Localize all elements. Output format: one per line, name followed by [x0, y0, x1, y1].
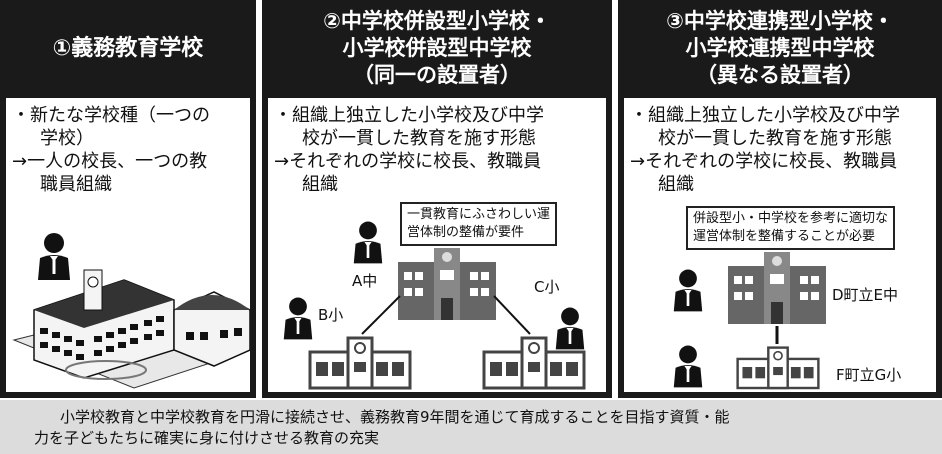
summary-line: 小学校教育と中学校教育を円滑に接続させ、義務教育9年間を通じて育成することを目指…: [60, 408, 730, 426]
panel-title: ②中学校併設型小学校・ 小学校併設型中学校 （同一の設置者）: [262, 0, 612, 96]
person-icon: [353, 221, 383, 264]
person-icon: [283, 297, 313, 340]
panel-description: ・新たな学校種（一つの 学校） →一人の校長、一つの教 職員組織: [12, 104, 246, 196]
desc-line: 組織: [302, 174, 338, 195]
requirement-note: 一貫教育にふさわしい運 営体制の整備が要件: [400, 202, 558, 246]
elementary-school-building-icon: [308, 336, 412, 390]
desc-line: →それぞれの学校に校長、教職員: [630, 151, 898, 172]
summary-line: 力を子どもたちに確実に身に付けさせる教育の充実: [34, 429, 380, 447]
middle-school-building-icon: [398, 248, 496, 320]
note-line: 運営体制を整備することが必要: [693, 229, 876, 244]
connector-line: [775, 326, 779, 344]
elementary-school-building-icon: [482, 336, 586, 390]
desc-line: 校が一貫した教育を施す形態: [302, 128, 536, 149]
note-line: 一貫教育にふさわしい運: [407, 207, 551, 222]
panel-description: ・組織上独立した小学校及び中学 校が一貫した教育を施す形態 →それぞれの学校に校…: [630, 104, 932, 196]
panel-title-line: 小学校連携型中学校: [685, 35, 875, 60]
elementary-school-building-icon: [736, 346, 820, 390]
desc-line: →それぞれの学校に校長、教職員: [274, 151, 542, 172]
panel-title-line: ②中学校併設型小学校・: [323, 8, 551, 33]
desc-line: ・組織上独立した小学校及び中学: [274, 105, 544, 126]
desc-line: 校が一貫した教育を施す形態: [658, 128, 892, 149]
panel-description: ・組織上独立した小学校及び中学 校が一貫した教育を施す形態 →それぞれの学校に校…: [274, 104, 602, 196]
school-label-d: D町立E中: [832, 286, 899, 304]
panel-title-line: ①義務教育学校: [52, 35, 204, 61]
desc-line: →一人の校長、一つの教: [12, 151, 208, 172]
person-icon: [673, 345, 703, 388]
desc-line: 職員組織: [40, 174, 112, 195]
desc-line: ・新たな学校種（一つの: [12, 105, 210, 126]
connector-lines: [361, 295, 531, 335]
desc-line: 組織: [658, 174, 694, 195]
panel-annexed-type: ②中学校併設型小学校・ 小学校併設型中学校 （同一の設置者） ・組織上独立した小…: [262, 0, 612, 398]
middle-school-building-icon: [728, 252, 826, 324]
desc-line: 学校）: [40, 128, 94, 149]
panel-title-line: ③中学校連携型小学校・: [666, 8, 894, 33]
panel-body: ・組織上独立した小学校及び中学 校が一貫した教育を施す形態 →それぞれの学校に校…: [268, 98, 606, 392]
note-line: 営体制の整備が要件: [407, 225, 525, 240]
panel-body: ・組織上独立した小学校及び中学 校が一貫した教育を施す形態 →それぞれの学校に校…: [624, 98, 936, 392]
note-line: 併設型小・中学校を参考に適切な: [693, 211, 889, 226]
panel-title-line: （異なる設置者）: [696, 62, 864, 87]
desc-line: ・組織上独立した小学校及び中学: [630, 105, 900, 126]
school-label-c: C小: [534, 278, 560, 296]
panel-title-line: （同一の設置者）: [353, 62, 521, 87]
panel-body: ・新たな学校種（一つの 学校） →一人の校長、一つの教 職員組織: [6, 98, 250, 392]
person-icon: [673, 269, 703, 312]
panel-title: ③中学校連携型小学校・ 小学校連携型中学校 （異なる設置者）: [618, 0, 942, 96]
school-label-f: F町立G小: [836, 366, 902, 384]
person-icon: [38, 233, 70, 280]
requirement-note: 併設型小・中学校を参考に適切な 運営体制を整備することが必要: [686, 206, 896, 250]
summary-banner: 小学校教育と中学校教育を円滑に接続させ、義務教育9年間を通じて育成することを目指…: [0, 400, 942, 454]
person-icon: [555, 307, 585, 350]
panel-title: ①義務教育学校: [0, 0, 256, 96]
school-label-b: B小: [318, 306, 344, 324]
school-label-a: A中: [352, 272, 378, 290]
panel-title-line: 小学校併設型中学校: [342, 35, 532, 60]
integrated-school-building-icon: [12, 269, 250, 389]
panel-compulsory-education-school: ①義務教育学校 ・新たな学校種（一つの 学校） →一人の校長、一つの教 職員組織: [0, 0, 256, 398]
panel-cooperative-type: ③中学校連携型小学校・ 小学校連携型中学校 （異なる設置者） ・組織上独立した小…: [618, 0, 942, 398]
